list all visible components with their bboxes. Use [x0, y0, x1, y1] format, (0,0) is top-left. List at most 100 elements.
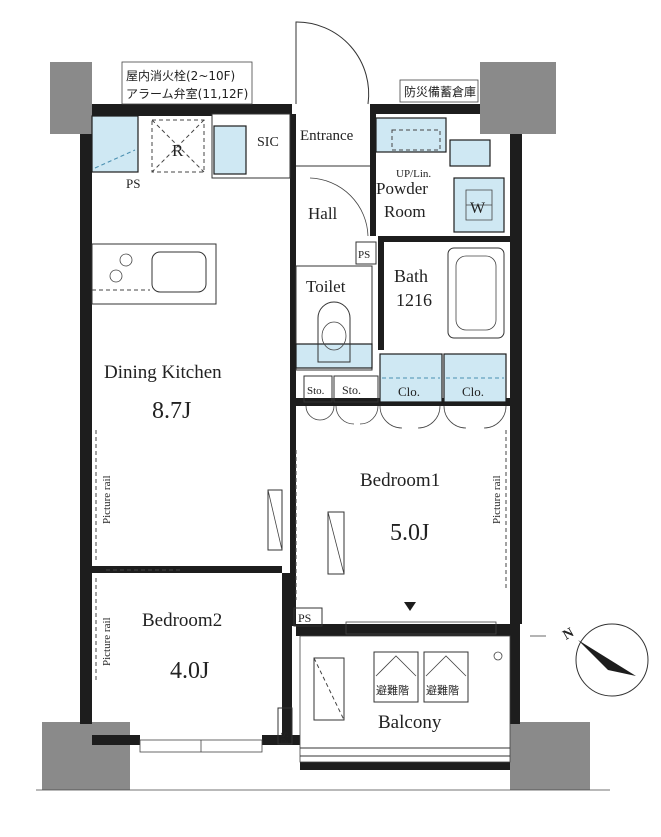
wall-balcony-bottom	[300, 762, 510, 770]
sto-1-label: Sto.	[307, 385, 325, 397]
toilet-seat	[321, 321, 347, 351]
pillar-top-left	[50, 62, 92, 134]
wall-bed2-top	[92, 566, 282, 573]
stove-burner-1	[119, 253, 133, 267]
clo-1-label: Clo.	[398, 384, 420, 399]
powder-shelf-dash	[391, 129, 441, 151]
dining-kitchen-size: 8.7J	[152, 398, 191, 424]
bedroom1-size: 5.0J	[390, 520, 429, 546]
clo-2-label: Clo.	[462, 384, 484, 399]
powder-shelf	[375, 117, 447, 153]
disaster-storage-box	[399, 79, 479, 103]
wall-right-lower	[510, 624, 520, 724]
picture-rail-dk: Picture rail	[101, 475, 113, 524]
clo-door-arcs[interactable]	[379, 405, 507, 429]
toilet-room	[295, 265, 373, 371]
bathtub-inner	[455, 255, 497, 331]
evac-hatch-2-mark	[425, 655, 467, 677]
bedroom2-label: Bedroom2	[142, 610, 222, 631]
wall-top-left	[92, 104, 212, 116]
wall-bath-left	[378, 236, 384, 350]
balcony-drain	[493, 651, 503, 661]
balcony-unit-diag	[313, 657, 345, 721]
compass-circle	[575, 623, 649, 697]
dk-sliding-door[interactable]	[267, 489, 283, 551]
fridge-diag-2	[151, 119, 205, 173]
washer-label: W	[470, 200, 486, 217]
kitchen-sink	[151, 251, 207, 293]
toilet-bowl	[317, 301, 351, 363]
picture-rail-bed2: Picture rail	[101, 617, 113, 666]
disaster-storage-label: 防災備蓄倉庫	[404, 84, 476, 99]
bedroom1-panel-diag	[327, 511, 345, 575]
ps-top-label: PS	[126, 176, 140, 191]
picture-rail-bed1: Picture rail	[491, 475, 503, 524]
kitchen-counter	[91, 243, 217, 305]
ps-bottom-label: PS	[279, 732, 291, 744]
wall-top-mid	[212, 104, 292, 114]
compass-north-label: N	[561, 625, 577, 643]
wall-bed1-left	[290, 404, 296, 626]
ps-top-dash	[94, 149, 136, 169]
evac-hatch-2-label: 避難階	[426, 683, 459, 697]
bedroom1-label: Bedroom1	[360, 470, 440, 491]
sto-2-label: Sto.	[342, 383, 361, 397]
bedroom1-panel	[327, 511, 345, 575]
washer-cross	[465, 189, 493, 221]
balcony-label: Balcony	[378, 712, 442, 733]
sto-1	[303, 375, 333, 403]
ps-bed1-label: PS	[298, 611, 311, 625]
bed1-marker	[404, 602, 416, 611]
wall-core-left	[290, 114, 296, 404]
fire-hydrant-label: 屋内消火栓(2~10F)	[126, 68, 235, 83]
wall-bed2-right	[282, 573, 292, 735]
dk-sliding-door-diag	[267, 489, 283, 551]
wall-bottom-bed2-right	[262, 735, 300, 745]
powder-room-label-1: Powder	[376, 179, 428, 198]
bathtub	[447, 247, 505, 339]
sic-label: SIC	[257, 135, 279, 150]
pillar-bottom-right	[510, 722, 590, 790]
toilet-floor-band	[295, 343, 373, 369]
powder-room-label-2: Room	[384, 202, 426, 221]
compass-needle	[578, 640, 636, 676]
sic-shelf	[213, 125, 247, 175]
wall-bed1-bottom	[296, 624, 510, 636]
stove-burner-2	[109, 269, 123, 283]
alarm-valve-label: アラーム弁室(11,12F)	[126, 86, 248, 101]
wall-powder-left	[370, 114, 376, 236]
evac-hatch-1-mark	[375, 655, 417, 677]
ps-hall-box	[355, 241, 377, 265]
ps-bottom-box	[277, 707, 293, 745]
hall-door-arc[interactable]	[309, 177, 369, 237]
bedroom2-size: 4.0J	[170, 658, 209, 684]
ps-bed1-box	[293, 607, 323, 627]
ps-top-shaft	[91, 115, 139, 173]
refrigerator-label: R	[172, 141, 184, 160]
wall-top-right	[370, 104, 480, 114]
fire-hydrant-box	[121, 61, 253, 105]
evac-hatch-1[interactable]	[373, 651, 419, 703]
pillar-bottom-left	[42, 722, 130, 790]
sto-door-arcs[interactable]	[305, 405, 379, 425]
powder-cabinet	[449, 139, 491, 167]
toilet-label: Toilet	[306, 277, 346, 296]
entrance-door-swing[interactable]	[295, 21, 370, 105]
wall-bath-top	[380, 236, 510, 242]
evac-hatch-2[interactable]	[423, 651, 469, 703]
bath-label-1: Bath	[394, 266, 428, 286]
up-lin-label: UP/Lin.	[396, 168, 431, 180]
dining-kitchen-label: Dining Kitchen	[104, 362, 222, 383]
refrigerator-space	[151, 119, 205, 173]
balcony-area	[299, 635, 511, 763]
bed1-window	[345, 621, 497, 635]
hall-label: Hall	[308, 204, 338, 223]
wall-right	[510, 134, 522, 624]
evac-hatch-1-label: 避難階	[376, 683, 409, 697]
ps-hall-label: PS	[358, 249, 370, 261]
wall-left	[80, 134, 92, 724]
entrance-label: Entrance	[300, 128, 354, 144]
sto-2	[333, 375, 379, 403]
sic-room	[211, 113, 291, 179]
